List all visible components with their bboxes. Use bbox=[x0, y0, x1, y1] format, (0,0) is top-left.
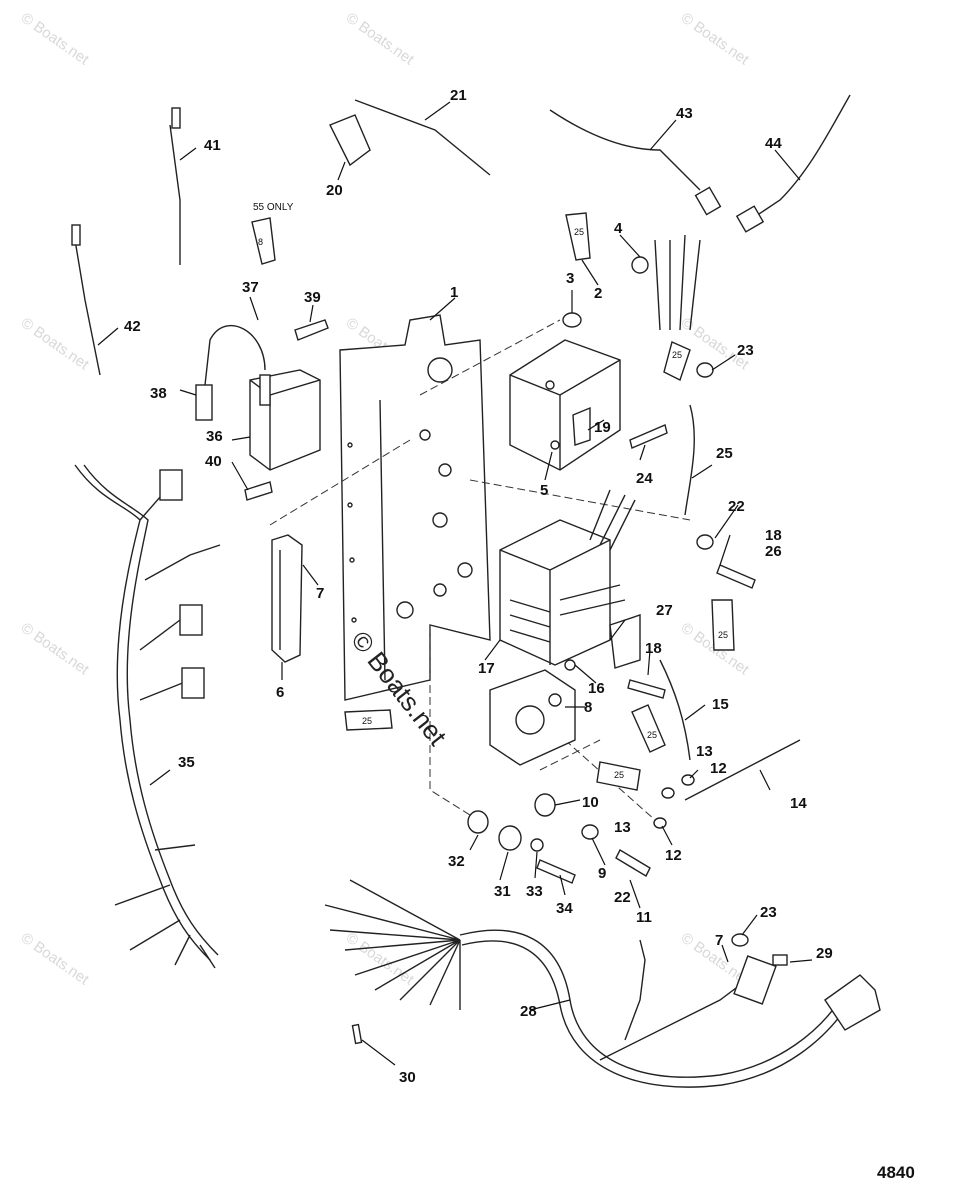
callout-5: 5 bbox=[540, 482, 548, 499]
callout-33: 33 bbox=[526, 883, 543, 900]
callout-4: 4 bbox=[614, 220, 623, 237]
watermark: © Boats.net bbox=[18, 619, 93, 678]
callout-17: 17 bbox=[478, 660, 495, 677]
callout-7: 7 bbox=[316, 585, 324, 602]
bracket bbox=[271, 534, 303, 663]
callout-34: 34 bbox=[556, 900, 573, 917]
mounting-plate bbox=[339, 314, 491, 701]
tube-label: 8 bbox=[258, 237, 263, 247]
callout-11: 11 bbox=[636, 909, 652, 926]
cables bbox=[74, 94, 851, 1041]
callouts: 1 2 3 4 5 6 7 8 9 10 11 12 12 13 13 14 1… bbox=[124, 87, 833, 1086]
callout-43: 43 bbox=[676, 105, 693, 122]
leader-lines bbox=[97, 101, 813, 1066]
solenoid-assembly bbox=[489, 669, 576, 766]
figure-number: 4840 bbox=[877, 1163, 915, 1182]
tube-label: 25 bbox=[647, 730, 657, 740]
callout-29: 29 bbox=[816, 945, 833, 962]
tube-label: 25 bbox=[574, 227, 584, 237]
tube-label: 25 bbox=[614, 770, 624, 780]
callout-6: 6 bbox=[276, 684, 284, 701]
tube-label: 25 bbox=[718, 630, 728, 640]
callout-9: 9 bbox=[598, 865, 606, 882]
callout-20: 20 bbox=[326, 182, 343, 199]
callout-22a: 22 bbox=[728, 498, 745, 515]
ignition-coil bbox=[195, 324, 321, 471]
tube-label: 25 bbox=[362, 716, 372, 726]
callout-21: 21 bbox=[450, 87, 467, 104]
callout-7b: 7 bbox=[715, 932, 723, 949]
callout-35: 35 bbox=[178, 754, 195, 771]
callout-8: 8 bbox=[584, 699, 592, 716]
callout-39: 39 bbox=[304, 289, 321, 306]
wire-harness-bottom bbox=[324, 879, 881, 1088]
tube-label: 25 bbox=[672, 350, 682, 360]
callout-22b: 22 bbox=[614, 889, 631, 906]
callout-36: 36 bbox=[206, 428, 223, 445]
callout-23b: 23 bbox=[760, 904, 777, 921]
callout-26: 26 bbox=[765, 543, 782, 560]
switch-box bbox=[509, 339, 621, 471]
callout-14: 14 bbox=[790, 795, 807, 812]
callout-13a: 13 bbox=[614, 819, 631, 836]
watermark: © Boats.net bbox=[18, 314, 93, 373]
callout-44: 44 bbox=[765, 135, 782, 152]
callout-23a: 23 bbox=[737, 342, 754, 359]
wire-harness-left bbox=[74, 464, 221, 969]
callout-2: 2 bbox=[594, 285, 602, 302]
callout-31: 31 bbox=[494, 883, 511, 900]
note-55-only: 55 ONLY bbox=[253, 202, 294, 213]
connectors bbox=[71, 107, 777, 1005]
watermark: © Boats.net bbox=[678, 9, 753, 68]
callout-37: 37 bbox=[242, 279, 259, 296]
callout-42: 42 bbox=[124, 318, 141, 335]
callout-16: 16 bbox=[588, 680, 605, 697]
sealant-tubes: 8 25 25 25 25 25 25 bbox=[251, 212, 735, 791]
callout-19: 19 bbox=[594, 419, 611, 436]
callout-13b: 13 bbox=[696, 743, 713, 760]
callout-15: 15 bbox=[712, 696, 729, 713]
hardware bbox=[244, 256, 788, 1045]
callout-38: 38 bbox=[150, 385, 167, 402]
callout-28: 28 bbox=[520, 1003, 537, 1020]
callout-32: 32 bbox=[448, 853, 465, 870]
callout-41: 41 bbox=[204, 137, 221, 154]
watermark: © Boats.net bbox=[343, 9, 418, 68]
watermark: © Boats.net bbox=[343, 929, 418, 988]
callout-18a: 18 bbox=[645, 640, 662, 657]
callout-27: 27 bbox=[656, 602, 673, 619]
callout-30: 30 bbox=[399, 1069, 416, 1086]
watermark: © Boats.net bbox=[18, 9, 93, 68]
callout-25: 25 bbox=[716, 445, 733, 462]
callout-18b: 18 bbox=[765, 527, 782, 544]
callout-40: 40 bbox=[205, 453, 222, 470]
callout-12a: 12 bbox=[665, 847, 682, 864]
watermark: © Boats.net bbox=[18, 929, 93, 988]
callout-24: 24 bbox=[636, 470, 653, 487]
callout-10: 10 bbox=[582, 794, 599, 811]
callout-1: 1 bbox=[450, 284, 458, 301]
callout-3: 3 bbox=[566, 270, 574, 287]
callout-12b: 12 bbox=[710, 760, 727, 777]
